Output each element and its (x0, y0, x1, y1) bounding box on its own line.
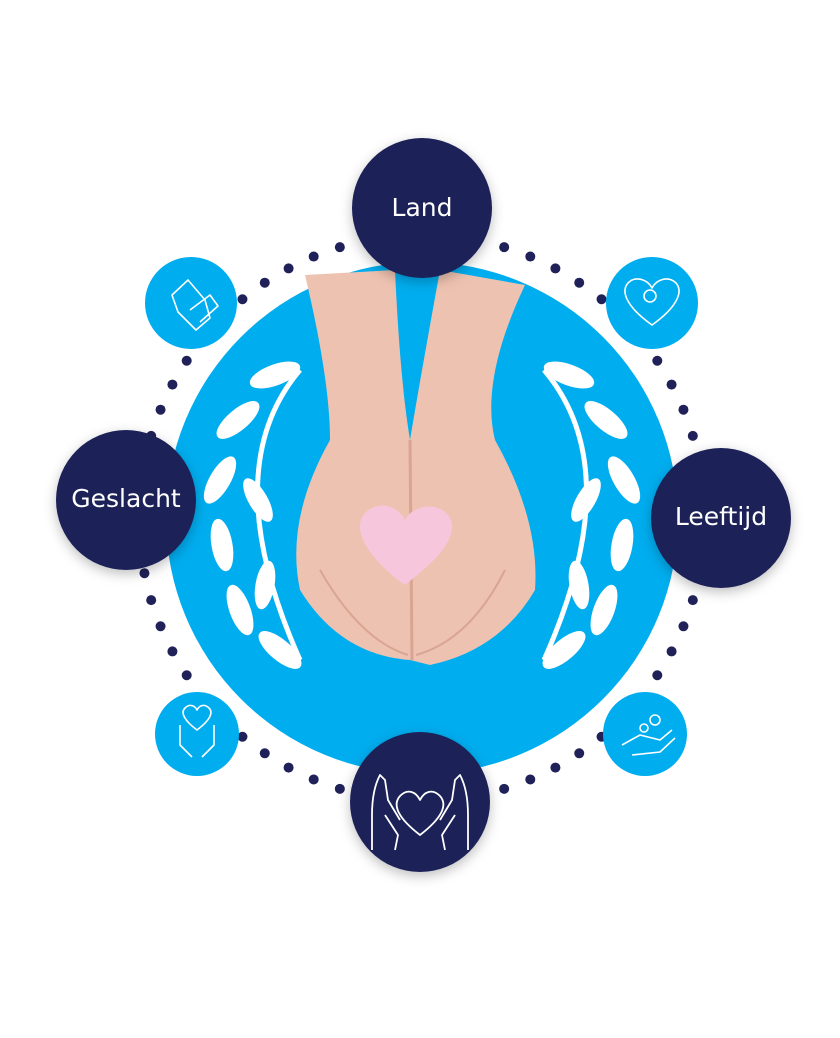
ring-dot (687, 430, 698, 441)
ring-dot (308, 774, 319, 785)
ring-dot (146, 595, 157, 606)
ring-dot (666, 379, 677, 390)
ring-dot (678, 404, 689, 415)
hands-with-heart-icon-circle (155, 692, 239, 776)
helping-hands-icon-circle (145, 257, 237, 349)
ring-dot (259, 277, 270, 288)
pink-heart (359, 505, 452, 585)
ring-dot (334, 783, 345, 794)
node-geslacht (56, 430, 196, 570)
ring-dot (550, 762, 561, 773)
ring-dot (334, 242, 345, 253)
ring-dot (283, 263, 294, 274)
label-land: Land (391, 193, 453, 222)
baby-in-heart-icon-circle (606, 257, 698, 349)
node-land (352, 138, 492, 278)
hand-holding-family-icon (621, 714, 676, 756)
ring-dot (550, 263, 561, 274)
ring-dot (181, 355, 192, 366)
label-geslacht: Geslacht (71, 484, 181, 513)
ring-dot (666, 646, 677, 657)
node-leeftijd (651, 448, 791, 588)
ring-dot (283, 762, 294, 773)
hands-with-heart-icon (179, 704, 215, 758)
ring-dot (155, 404, 166, 415)
ring-dot (167, 646, 178, 657)
ring-dot (525, 774, 536, 785)
ring-dot (139, 568, 150, 579)
ring-dot (237, 731, 248, 742)
ring-dot (525, 251, 536, 262)
baby-in-heart-icon (624, 278, 680, 326)
laurel-right (541, 361, 641, 669)
ring-dot (167, 379, 178, 390)
ring-dot (652, 355, 663, 366)
ring-dot (181, 670, 192, 681)
helping-hands-icon (171, 279, 219, 331)
cupped-hands-photo (296, 270, 536, 665)
ring-dot (652, 670, 663, 681)
ring-dot (678, 621, 689, 632)
ring-dot (499, 783, 510, 794)
ring-dot (499, 242, 510, 253)
node-bottom (350, 732, 490, 872)
hand-holding-family-icon-circle (603, 692, 687, 776)
ring-dot (596, 294, 607, 305)
hands-holding-heart-icon (371, 774, 469, 851)
ring-dot (574, 748, 585, 759)
laurel-left (203, 361, 303, 669)
ring-dot (687, 595, 698, 606)
ring-dot (308, 251, 319, 262)
ring-dot (259, 748, 270, 759)
label-leeftijd: Leeftijd (674, 502, 768, 531)
ring-dot (155, 621, 166, 632)
ring-dot (237, 294, 248, 305)
ring-dot (574, 277, 585, 288)
